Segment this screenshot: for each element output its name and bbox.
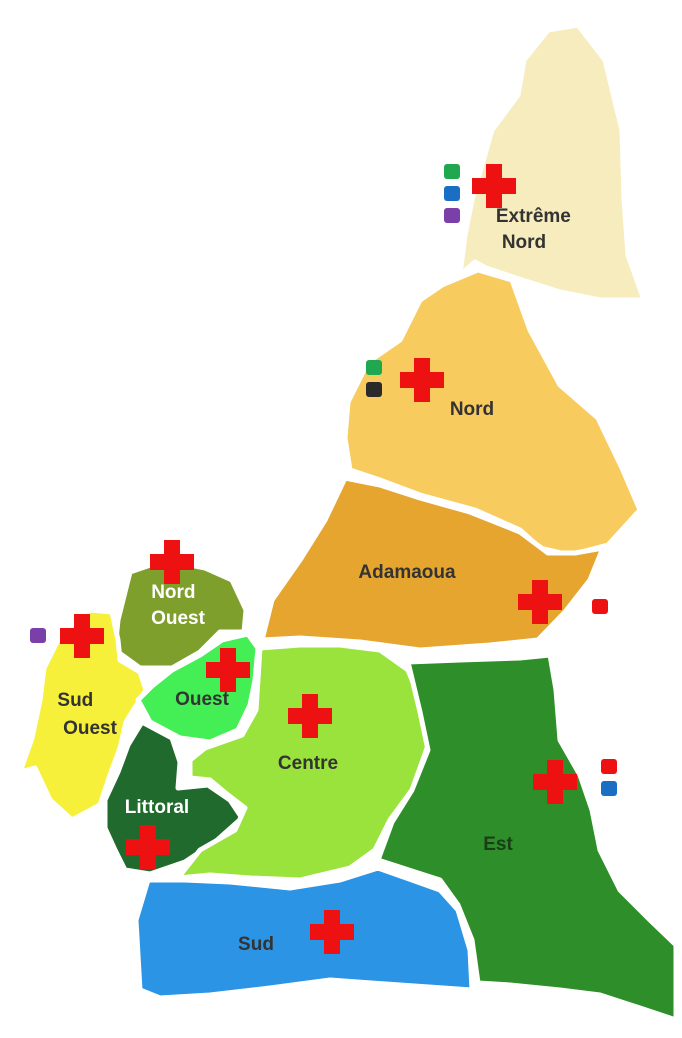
red-cross-icon-nord-ouest[interactable]: [150, 540, 194, 584]
red-cross-icon-centre[interactable]: [288, 694, 332, 738]
red-cross-icon-sud-ouest[interactable]: [60, 614, 104, 658]
crosses-layer: [60, 164, 577, 954]
region-label-extreme-nord: Extrême Nord: [496, 206, 576, 253]
marker-red-square-adamaoua[interactable]: [592, 599, 608, 614]
region-label-nord-ouest: Nord Ouest: [151, 582, 206, 629]
red-cross-icon-littoral[interactable]: [126, 825, 170, 869]
red-cross-icon-nord[interactable]: [400, 358, 444, 402]
regions-layer: [17, 22, 679, 1023]
marker-purple-square-sud-ouest[interactable]: [30, 628, 46, 643]
region-label-adamaoua: Adamaoua: [358, 562, 456, 583]
region-label-centre: Centre: [278, 753, 338, 774]
marker-blue-square-est[interactable]: [601, 781, 617, 796]
region-est[interactable]: [375, 652, 679, 1023]
region-label-sud: Sud: [238, 934, 274, 955]
region-label-sud-ouest: Sud Ouest: [57, 690, 117, 739]
region-label-nord: Nord: [450, 399, 494, 420]
red-cross-icon-ouest[interactable]: [206, 648, 250, 692]
region-label-ouest: Ouest: [175, 689, 230, 710]
red-cross-icon-extreme-nord[interactable]: [472, 164, 516, 208]
region-sud[interactable]: [133, 865, 475, 1001]
marker-green-square-nord[interactable]: [366, 360, 382, 375]
region-extreme-nord[interactable]: [457, 22, 647, 303]
region-nord-ouest[interactable]: [112, 557, 249, 671]
region-label-littoral: Littoral: [125, 797, 189, 818]
marker-red-square-est[interactable]: [601, 759, 617, 774]
markers-layer: [30, 164, 617, 796]
region-littoral[interactable]: [102, 719, 245, 877]
region-label-est: Est: [483, 834, 513, 855]
red-cross-icon-sud[interactable]: [310, 910, 354, 954]
red-cross-icon-est[interactable]: [533, 760, 577, 804]
labels-layer: Extrême Nord Nord Adamaoua Nord Ouest Su…: [57, 206, 576, 955]
marker-green-square-extreme-nord[interactable]: [444, 164, 460, 179]
marker-blue-square-extreme-nord[interactable]: [444, 186, 460, 201]
marker-purple-square-extreme-nord[interactable]: [444, 208, 460, 223]
region-adamaoua[interactable]: [259, 475, 606, 653]
marker-black-square-nord[interactable]: [366, 382, 382, 397]
region-sud-ouest[interactable]: [17, 607, 149, 823]
red-cross-icon-adamaoua[interactable]: [518, 580, 562, 624]
